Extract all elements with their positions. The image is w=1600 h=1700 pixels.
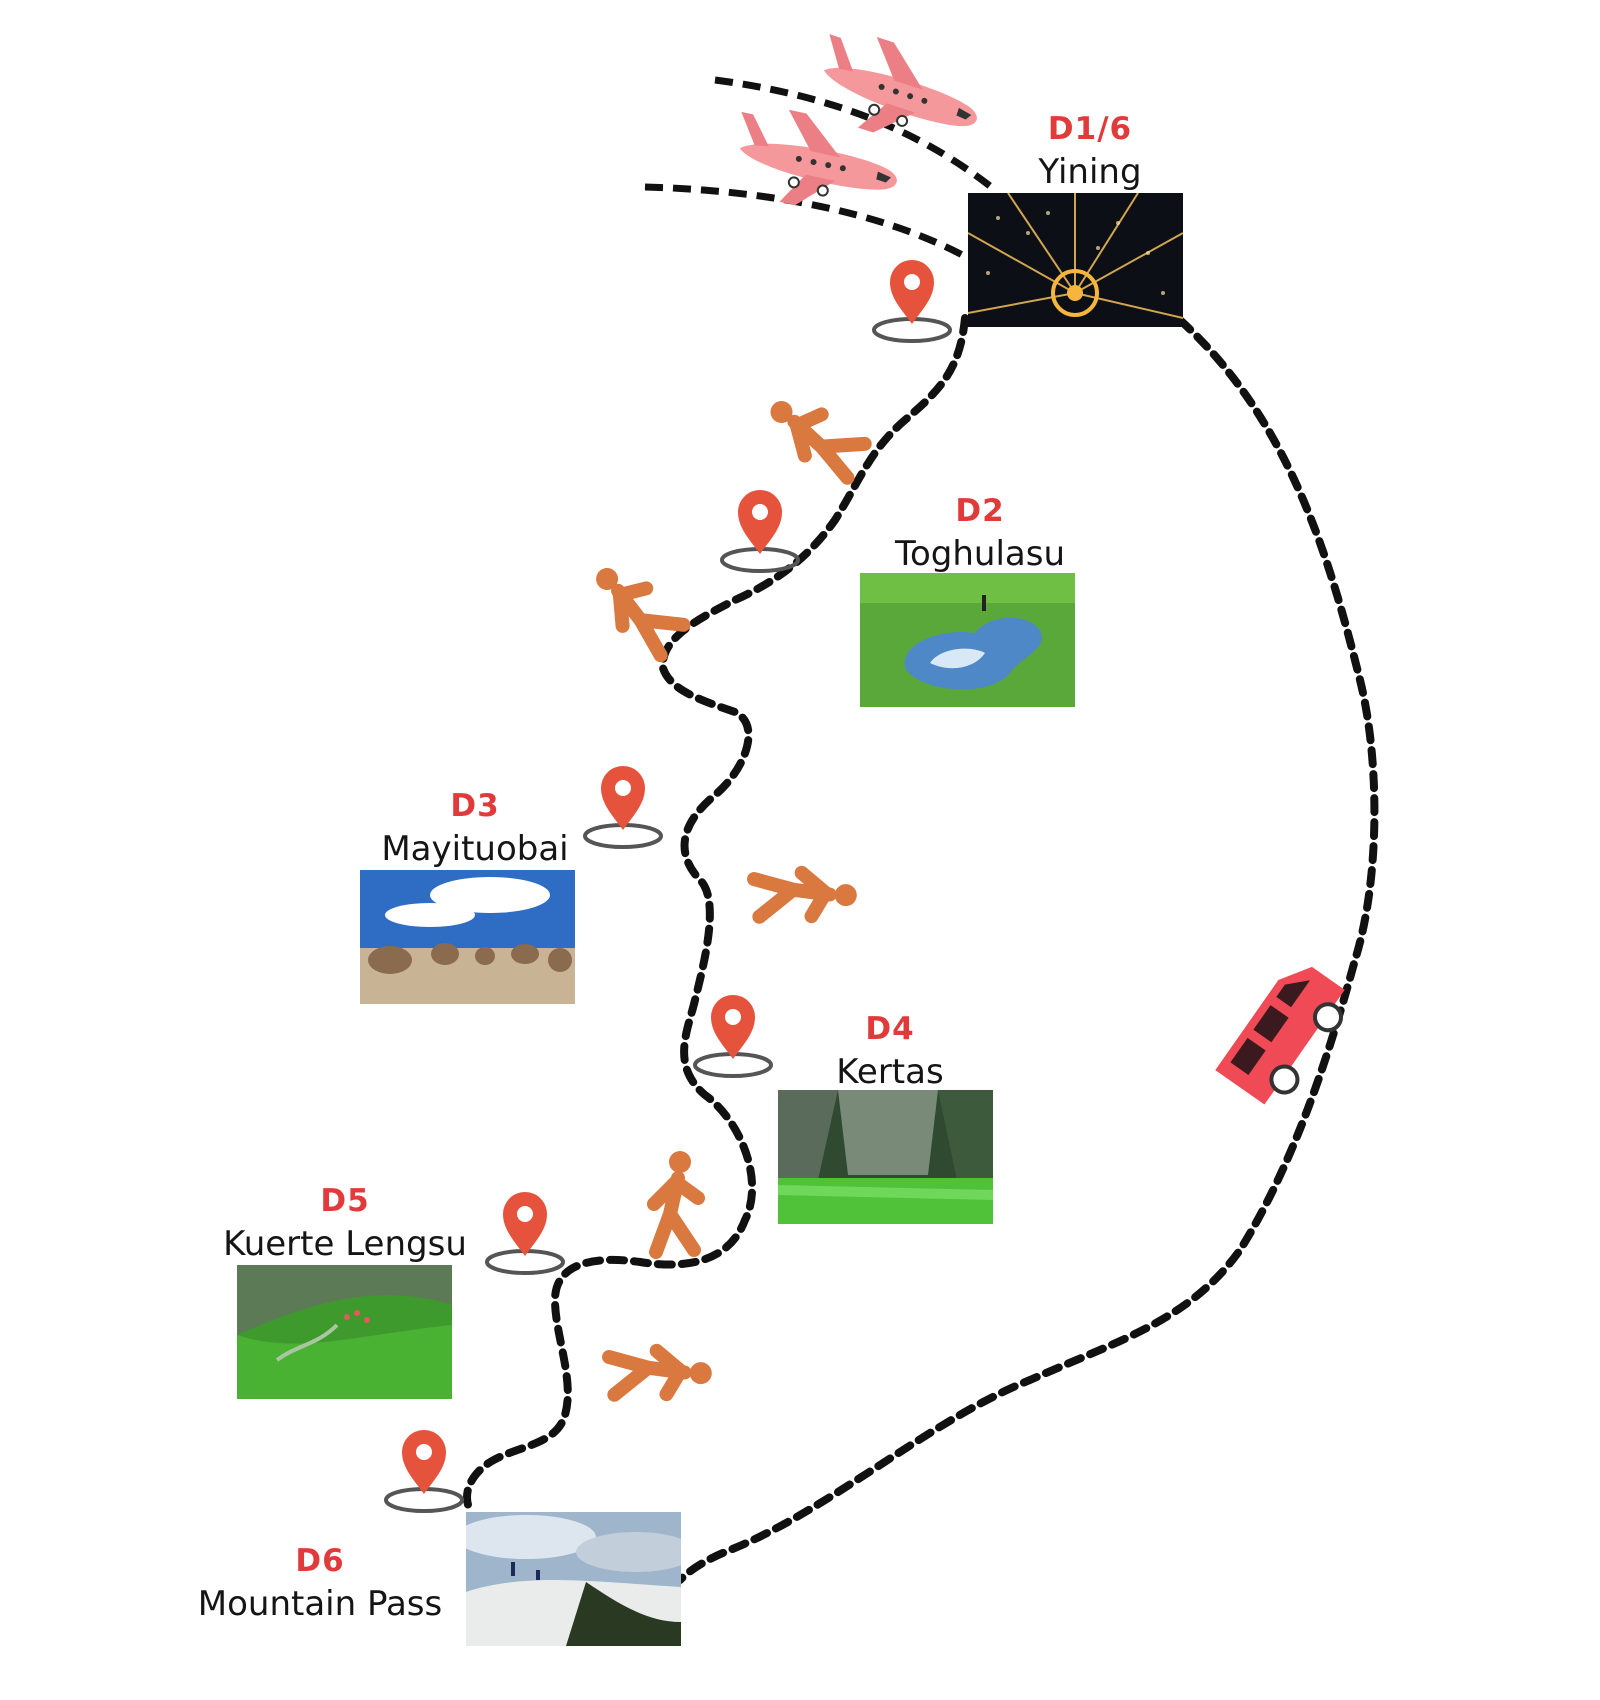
place-name: Mayituobai [381, 829, 569, 869]
day-label: D3 [450, 788, 500, 824]
stop-label-toghulasu: D2 Toghulasu [860, 490, 1100, 576]
kertas-photo [778, 1090, 993, 1224]
place-name: Toghulasu [894, 534, 1066, 574]
stop-label-kertas: D4 Kertas [790, 1008, 990, 1094]
map-pin-icon [485, 1190, 565, 1275]
place-name: Kuerte Lengsu [223, 1224, 467, 1264]
trekking-route [463, 314, 969, 1514]
stop-label-mayituobai: D3 Mayituobai [355, 785, 595, 871]
stop-label-kuerte-lengsu: D5 Kuerte Lengsu [200, 1180, 490, 1266]
walking-person-icon [754, 868, 858, 921]
yining-photo [968, 193, 1183, 327]
map-pin-icon [693, 993, 773, 1078]
stop-label-yining: D1/6 Yining [990, 108, 1190, 194]
day-label: D1/6 [1047, 111, 1133, 147]
airplane-icon [803, 21, 993, 163]
kuerte-lengsu-photo [237, 1265, 452, 1399]
walking-person-icon [759, 391, 868, 480]
walking-person-icon [582, 558, 688, 657]
toghulasu-photo [860, 573, 1075, 707]
stop-label-mountain-pass: D6 Mountain Pass [180, 1540, 460, 1626]
walking-person-icon [654, 1151, 698, 1252]
place-name: Yining [1038, 152, 1142, 192]
map-pin-icon [384, 1428, 464, 1513]
place-name: Mountain Pass [197, 1584, 443, 1624]
day-label: D5 [320, 1183, 370, 1219]
day-label: D6 [295, 1543, 345, 1579]
flight-path [644, 76, 998, 262]
mountain-pass-photo [466, 1512, 681, 1646]
map-pin-icon [872, 258, 952, 343]
walking-person-icon [609, 1346, 713, 1399]
place-name: Kertas [836, 1052, 944, 1092]
day-label: D2 [955, 493, 1005, 529]
car-route [676, 316, 1379, 1584]
map-pin-icon [583, 764, 663, 849]
map-pin-icon [720, 488, 800, 573]
mayituobai-photo [360, 870, 575, 1004]
car-icon [1215, 966, 1345, 1105]
day-label: D4 [865, 1011, 915, 1047]
